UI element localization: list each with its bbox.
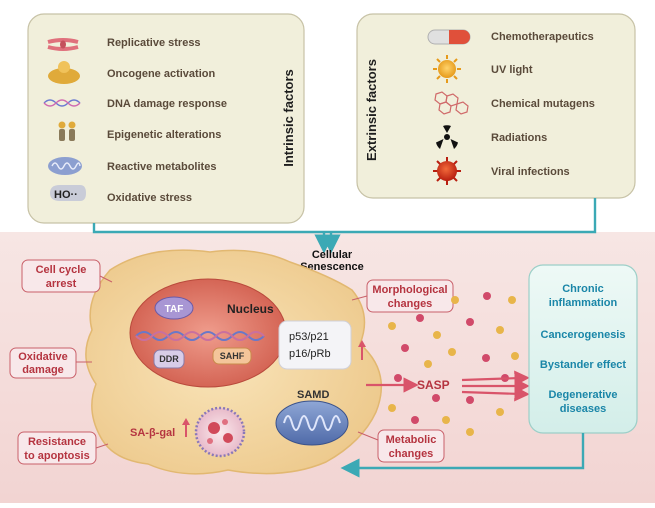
hydroxyl-text: HO··	[54, 189, 78, 201]
extrinsic-title: Extrinsic factors	[364, 59, 379, 161]
chromosome-icon	[47, 38, 79, 51]
sasp-label: SASP	[417, 378, 450, 392]
extrinsic-item-label: UV light	[491, 64, 533, 76]
extrinsic-item-label: Radiations	[491, 132, 547, 144]
cellular-senescence-label: Senescence	[300, 261, 364, 273]
connector-arrows	[92, 198, 597, 254]
oxidative-damage-line: Oxidative	[18, 351, 68, 363]
oxidative-damage-label: Oxidative damage	[9, 347, 92, 379]
extrinsic-item-label: Chemical mutagens	[491, 98, 595, 110]
marker-p16-prb: p16/pRb	[289, 348, 331, 360]
sa-beta-gal-label: SA-β-gal	[130, 427, 175, 439]
molecule-icon	[434, 91, 469, 115]
morphological-line: Morphological	[372, 284, 447, 296]
intrinsic-item-label: Epigenetic alterations	[107, 129, 221, 141]
capsule-icon	[427, 29, 471, 45]
sahf-label: SAHF	[220, 351, 245, 361]
mitochondria-icon	[48, 157, 82, 175]
lysosome-icon	[194, 406, 246, 458]
chromatin-icon	[135, 331, 265, 341]
ddr-badge: DDR	[153, 349, 185, 369]
outcome-chronic-inflammation: Chronic	[562, 283, 604, 295]
histone-icon	[58, 121, 76, 141]
taf-badge: TAF	[154, 296, 194, 320]
intrinsic-title: Intrinsic factors	[281, 69, 296, 167]
cell-cycle-arrest-label: Cell cycle arrest	[21, 259, 113, 293]
cell-cycle-arrest-line: Cell cycle	[36, 264, 87, 276]
outcome-degenerative-diseases: diseases	[560, 403, 606, 415]
taf-label: TAF	[165, 304, 184, 315]
metabolic-line: Metabolic	[386, 434, 437, 446]
intrinsic-panel: Intrinsic factors	[27, 13, 305, 224]
hydroxyl-icon: HO··	[50, 185, 86, 201]
oxidative-damage-line: damage	[22, 364, 64, 376]
sahf-badge: SAHF	[212, 347, 252, 365]
metabolic-changes-label: Metabolic changes	[357, 429, 445, 463]
sun-icon	[433, 55, 461, 83]
outcome-degenerative-diseases: Degenerative	[548, 389, 617, 401]
nucleus-label: Nucleus	[227, 302, 274, 316]
radiation-icon	[436, 125, 458, 149]
resistance-to-apoptosis-label: Resistance to apoptosis	[17, 431, 109, 465]
samd-label: SAMD	[297, 389, 329, 401]
sasp-particles	[388, 292, 519, 436]
outcome-bystander-effect: Bystander effect	[540, 359, 627, 371]
outcome-cancerogenesis: Cancerogenesis	[541, 329, 626, 341]
intrinsic-item-label: DNA damage response	[107, 98, 227, 110]
intrinsic-item-label: Reactive metabolites	[107, 161, 216, 173]
resistance-line: to apoptosis	[24, 450, 89, 462]
extrinsic-panel: Extrinsic factors	[356, 13, 636, 199]
samd-mitochondria-icon	[275, 400, 349, 446]
virus-icon	[433, 157, 461, 185]
metabolic-line: changes	[389, 448, 434, 460]
resistance-line: Resistance	[28, 436, 86, 448]
extrinsic-item-label: Chemotherapeutics	[491, 31, 594, 43]
cell-cycle-arrest-line: arrest	[46, 278, 77, 290]
markers-box: p53/p21 p16/pRb	[278, 320, 352, 370]
cellular-senescence-label: Cellular	[312, 249, 353, 261]
intrinsic-item-label: Oncogene activation	[107, 68, 215, 80]
oncogene-icon	[48, 61, 80, 84]
intrinsic-item-label: Replicative stress	[107, 37, 201, 49]
extrinsic-item-label: Viral infections	[491, 166, 570, 178]
up-arrow-icon	[358, 340, 366, 360]
marker-p53-p21: p53/p21	[289, 331, 329, 343]
sasp-arrows	[366, 370, 530, 402]
morphological-line: changes	[388, 298, 433, 310]
sa-beta-gal-up-arrow-icon	[182, 418, 190, 437]
intrinsic-item-label: Oxidative stress	[107, 192, 192, 204]
feedback-arrow	[340, 433, 585, 478]
morphological-changes-label: Morphological changes	[351, 279, 454, 313]
dna-icon	[43, 99, 81, 107]
ddr-label: DDR	[159, 354, 179, 364]
outcome-chronic-inflammation: inflammation	[549, 297, 618, 309]
